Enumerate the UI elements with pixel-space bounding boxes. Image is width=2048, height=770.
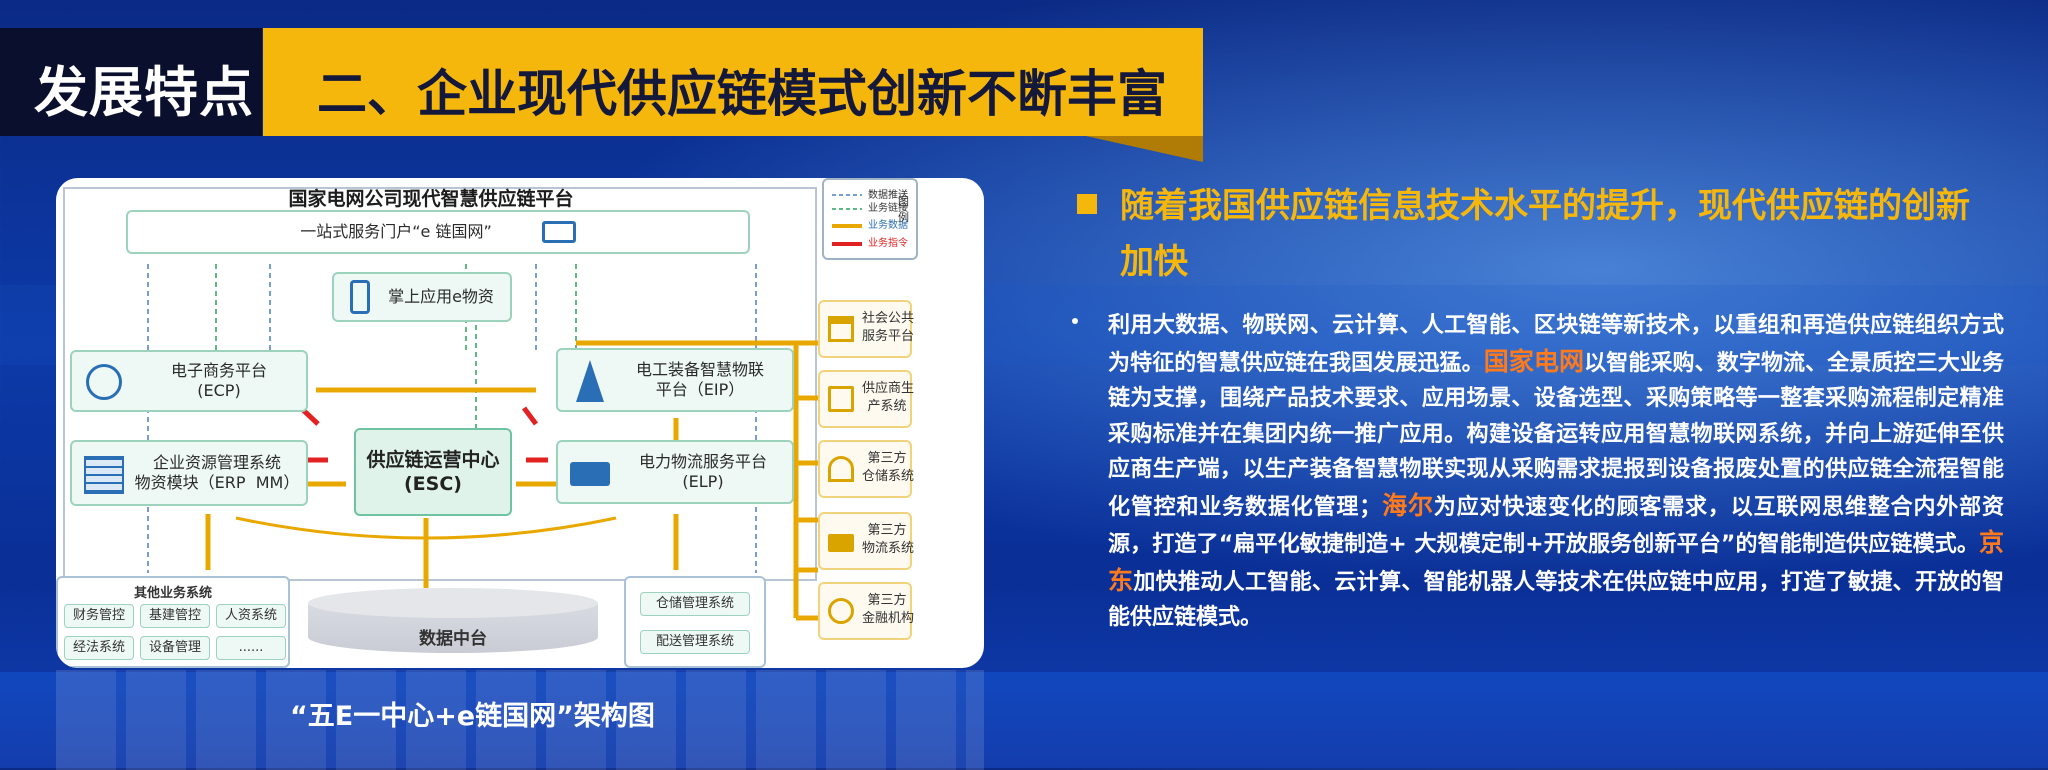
paragraph-text: 以智能采购、数字物流、全景质控三大业务链为支撑，围绕产品技术要求、应用场景、设备… <box>1108 350 2004 520</box>
architecture-diagram: 国家电网公司现代智慧供应链平台 一站式服务门户“e 链国网” 数据推送 业务链接… <box>56 178 984 668</box>
building-icon <box>828 316 854 342</box>
paragraph-bullet <box>1072 318 1078 324</box>
ecp-label: 电子商务平台 (ECP) <box>170 361 267 400</box>
platform-frame <box>63 187 817 581</box>
diagram-title: 国家电网公司现代智慧供应链平台 <box>288 188 574 210</box>
paragraph-text: 为应对快速变化的顾客需求，以互联网思维整合内外部资源，打造了“扁平化敏捷制造+ … <box>1108 494 2004 558</box>
elp-label: 电力物流服务平台 (ELP) <box>638 452 767 491</box>
table-icon <box>84 456 124 494</box>
factory-icon <box>828 386 854 412</box>
erp-label: 企业资源管理系统 物资模块（ERP MM） <box>134 453 300 492</box>
data-push-lines <box>147 264 757 573</box>
cylinder-top <box>308 588 598 618</box>
esc-label: 供应链运营中心 (ESC) <box>366 449 500 495</box>
tower-icon <box>576 360 604 402</box>
body-paragraph: 利用大数据、物联网、云计算、人工智能、区块链等新技术，以重组和再造供应链组织方式… <box>1108 308 2004 636</box>
other-system-item: 人资系统 <box>216 604 286 628</box>
legend-item: 业务数据 <box>868 220 908 231</box>
coins-icon <box>828 598 854 624</box>
legend-title: 图例 <box>898 195 909 224</box>
other-system-item: 财务管控 <box>64 604 134 628</box>
eip-box: 电工装备智慧物联 平台（EIP） <box>556 348 794 412</box>
legend-item: 业务指令 <box>868 238 908 249</box>
laptop-icon <box>541 221 576 243</box>
section-heading: 随着我国供应链信息技术水平的提升，现代供应链的创新加快 <box>1120 186 1970 282</box>
external-system: 第三方 仓储系统 <box>818 440 915 498</box>
other-systems-box: 其他业务系统 财务管控 基建管控 人资系统 经法系统 设备管理 ...... <box>56 576 290 668</box>
external-system: 第三方 金融机构 <box>818 582 915 640</box>
background-band-bottom <box>0 672 2048 768</box>
esc-box: 供应链运营中心 (ESC) <box>354 428 512 516</box>
storage-system-item: 配送管理系统 <box>640 630 750 654</box>
heading-bullet <box>1077 194 1097 214</box>
globe-cart-icon <box>86 364 122 400</box>
eip-label: 电工装备智慧物联 平台（EIP） <box>635 360 764 399</box>
section-tag-label: 发展特点 <box>34 61 254 124</box>
data-center-label: 数据中台 <box>419 629 487 649</box>
other-systems-title: 其他业务系统 <box>133 586 212 601</box>
paragraph-text: 加快推动人工智能、云计算、智能机器人等技术在供应链中应用，打造了敏捷、开放的智能… <box>1108 569 2004 631</box>
truck-icon <box>570 462 610 486</box>
diagram-caption: “五E一中心+e链国网”架构图 <box>290 701 655 732</box>
section-tag: 发展特点 <box>0 28 262 136</box>
business-link-lines <box>215 264 577 488</box>
erp-box: 企业资源管理系统 物资模块（ERP MM） <box>70 440 308 506</box>
paragraph-text: 利用大数据、物联网、云计算、人工智能、区块链等新技术，以重组和再造供应链组织方式… <box>1108 313 2004 376</box>
title-bar: 二、企业现代供应链模式创新不断丰富 <box>263 28 1203 136</box>
legend-item: 业务链接 <box>868 203 908 214</box>
portal-label: 一站式服务门户“e 链国网” <box>300 222 492 241</box>
ecp-box: 电子商务平台 (ECP) <box>70 350 308 412</box>
storage-systems-box: 仓储管理系统 配送管理系统 <box>624 576 766 668</box>
other-system-item: 经法系统 <box>64 636 134 660</box>
external-system: 供应商生 产系统 <box>818 370 915 428</box>
legend-swatches <box>832 194 862 246</box>
external-label: 第三方 金融机构 <box>862 593 915 626</box>
highlight-company: 国家电网 <box>1483 346 1585 376</box>
portal-box: 一站式服务门户“e 链国网” <box>126 210 750 254</box>
legend-item: 数据推送 <box>868 190 908 201</box>
other-system-item: ...... <box>216 636 286 660</box>
other-system-item: 设备管理 <box>140 636 210 660</box>
external-label: 第三方 物流系统 <box>862 523 915 556</box>
mobile-label: 掌上应用e物资 <box>388 287 494 306</box>
page-title: 二、企业现代供应链模式创新不断丰富 <box>317 65 1167 123</box>
legend: 数据推送 业务链接 业务数据 业务指令 图例 <box>822 178 918 260</box>
external-label: 社会公共 服务平台 <box>862 311 915 344</box>
business-data-lines <box>205 340 826 621</box>
title-bar-fold <box>1086 136 1203 162</box>
data-center: 数据中台 <box>308 588 598 664</box>
elp-box: 电力物流服务平台 (ELP) <box>556 440 794 504</box>
highlight-company: 京东 <box>1108 528 2004 595</box>
truck-icon <box>828 534 854 552</box>
highlight-company: 海尔 <box>1381 490 1434 520</box>
external-system: 第三方 物流系统 <box>818 512 915 570</box>
diagram-connectors <box>63 187 826 621</box>
phone-icon <box>350 280 371 314</box>
panel-reflection <box>56 670 984 770</box>
mobile-app-box: 掌上应用e物资 <box>332 272 512 322</box>
external-label: 第三方 仓储系统 <box>862 451 915 484</box>
storage-system-item: 仓储管理系统 <box>640 592 750 616</box>
external-system: 社会公共 服务平台 <box>818 300 915 358</box>
other-system-item: 基建管控 <box>140 604 210 628</box>
warehouse-icon <box>828 456 854 482</box>
external-label: 供应商生 产系统 <box>862 381 915 414</box>
